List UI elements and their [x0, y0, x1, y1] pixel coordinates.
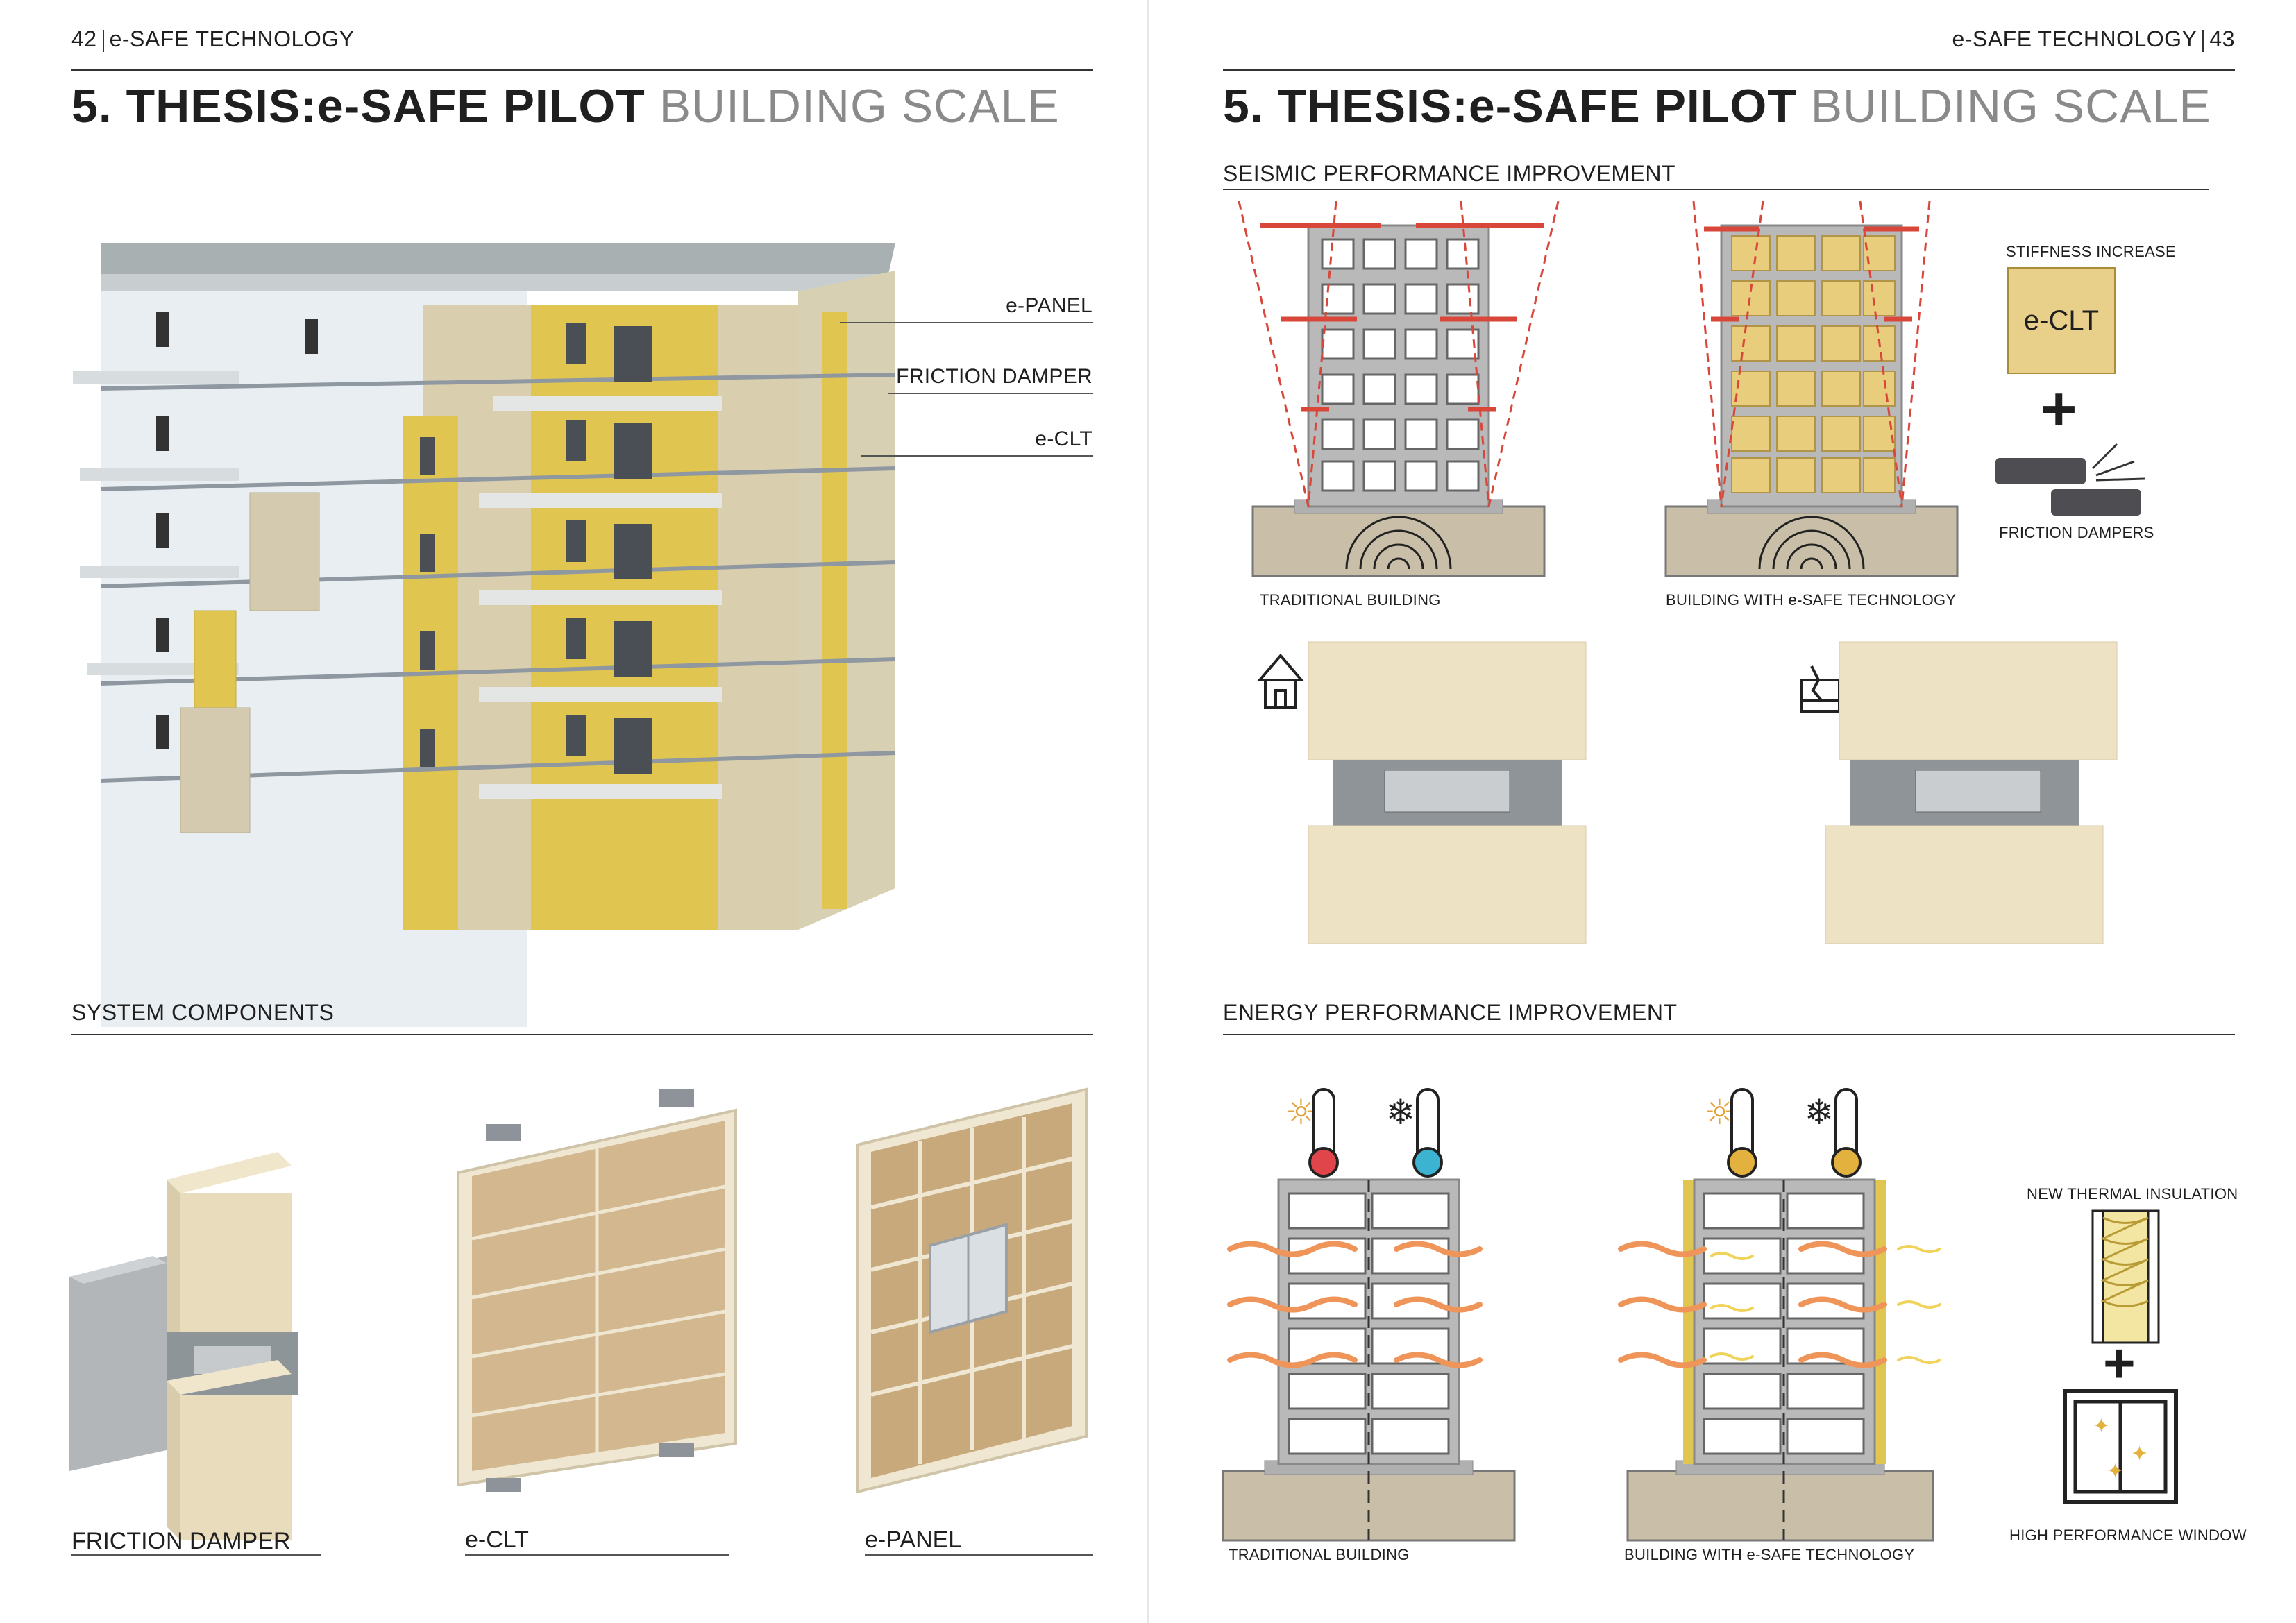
high-performance-window-label: HIGH PERFORMANCE WINDOW — [2009, 1527, 2247, 1544]
header-rule — [71, 69, 1093, 71]
seismic-traditional-diagram — [1238, 201, 1560, 577]
energy-esafe-diagram: ☼ ❄ — [1618, 1088, 1941, 1542]
plus-icon-energy: + — [2103, 1332, 2136, 1394]
energy-rule — [1223, 1034, 2235, 1035]
e-panel-illustration — [856, 1087, 1088, 1494]
system-components-heading: SYSTEM COMPONENTS — [71, 1000, 335, 1025]
e-clt-illustration — [457, 1089, 737, 1492]
svg-text:☼: ☼ — [1285, 1092, 1317, 1132]
svg-text:✦: ✦ — [2093, 1414, 2110, 1438]
caption-rule-e-panel — [865, 1554, 1093, 1556]
svg-text:✦: ✦ — [2131, 1442, 2148, 1466]
seismic-rule — [1223, 189, 2209, 190]
building-illustration — [73, 243, 896, 1027]
thermal-insulation-label: NEW THERMAL INSULATION — [2027, 1185, 2238, 1203]
e-clt-legend-text: e-CLT — [2023, 305, 2100, 336]
energy-heading: ENERGY PERFORMANCE IMPROVEMENT — [1223, 1000, 1678, 1025]
svg-text:❄: ❄ — [1386, 1092, 1415, 1132]
energy-traditional-caption: TRADITIONAL BUILDING — [1229, 1546, 1410, 1563]
leader-friction-damper — [888, 393, 1093, 394]
title-sub-right: BUILDING SCALE — [1810, 80, 2211, 133]
seismic-traditional-caption: TRADITIONAL BUILDING — [1260, 591, 1441, 609]
label-e-clt: e-CLT — [1035, 427, 1092, 450]
damper-detail-normal — [1308, 641, 1587, 944]
caption-e-clt: e-CLT — [465, 1527, 529, 1553]
seismic-esafe-caption: BUILDING WITH e-SAFE TECHNOLOGY — [1666, 591, 1957, 609]
plus-icon: + — [2041, 375, 2077, 444]
page-gutter — [1147, 0, 1149, 1623]
seismic-esafe-diagram — [1664, 201, 1959, 577]
svg-text:❄: ❄ — [1805, 1092, 1834, 1132]
running-head-text-right: e-SAFE TECHNOLOGY — [1952, 26, 2197, 51]
stiffness-increase-label: STIFFNESS INCREASE — [2006, 243, 2176, 260]
leader-e-clt — [861, 455, 1093, 457]
house-icon — [1256, 653, 1305, 709]
header-rule-right — [1223, 69, 2235, 71]
e-clt-legend-box: e-CLT — [2007, 267, 2116, 374]
page-number: 42 — [71, 26, 97, 51]
running-header-right: e-SAFE TECHNOLOGY 43 — [1952, 26, 2235, 52]
friction-dampers-icon — [1995, 443, 2145, 516]
energy-esafe-caption: BUILDING WITH e-SAFE TECHNOLOGY — [1624, 1546, 1915, 1563]
caption-rule-e-clt — [465, 1554, 729, 1556]
caption-rule-friction-damper — [71, 1554, 321, 1556]
running-head-text: e-SAFE TECHNOLOGY — [109, 26, 355, 51]
title-sub: BUILDING SCALE — [659, 80, 1060, 133]
title-main: 5. THESIS:e-SAFE PILOT — [71, 80, 645, 133]
svg-text:✦: ✦ — [2107, 1459, 2124, 1484]
page-title: 5. THESIS:e-SAFE PILOT BUILDING SCALE — [71, 79, 1060, 133]
high-performance-window-icon: ✦ ✦ ✦ — [2063, 1389, 2178, 1504]
title-main-right: 5. THESIS:e-SAFE PILOT — [1223, 80, 1797, 133]
label-friction-damper: FRICTION DAMPER — [896, 365, 1092, 388]
label-e-panel: e-PANEL — [1006, 294, 1092, 317]
leader-e-panel — [840, 322, 1093, 323]
friction-damper-illustration — [69, 1152, 298, 1540]
svg-text:☼: ☼ — [1704, 1092, 1735, 1132]
running-header-left: 42 e-SAFE TECHNOLOGY — [71, 26, 354, 52]
system-components-rule — [71, 1034, 1093, 1035]
energy-traditional-diagram: ☼ ❄ — [1222, 1088, 1516, 1542]
seismic-heading: SEISMIC PERFORMANCE IMPROVEMENT — [1223, 161, 1675, 186]
caption-e-panel: e-PANEL — [865, 1527, 962, 1553]
thermal-insulation-icon — [2091, 1209, 2160, 1344]
page-title-right: 5. THESIS:e-SAFE PILOT BUILDING SCALE — [1223, 79, 2211, 133]
friction-dampers-label: FRICTION DAMPERS — [1999, 524, 2154, 541]
damper-detail-shifted — [1825, 641, 2118, 944]
caption-friction-damper: FRICTION DAMPER — [71, 1528, 291, 1554]
page-number-right: 43 — [2209, 26, 2235, 51]
